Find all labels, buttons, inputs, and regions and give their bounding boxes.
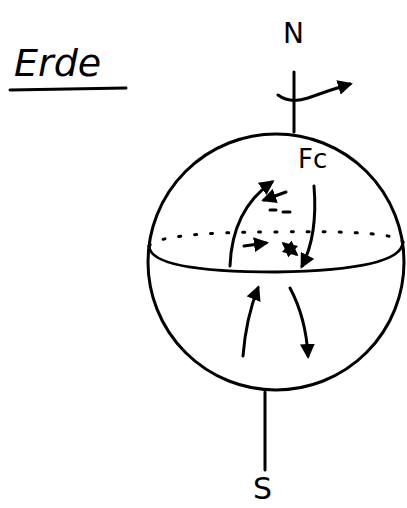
dash-mark xyxy=(270,209,276,212)
south-label: S xyxy=(253,474,272,504)
flow-arrow xyxy=(290,288,308,356)
deflection-arrow xyxy=(264,192,286,200)
dash-mark xyxy=(283,211,290,214)
earth-circle xyxy=(148,134,404,390)
rotation-axis xyxy=(264,392,267,470)
title-underline xyxy=(10,88,126,90)
diagram-title: Erde xyxy=(14,44,101,82)
force-label: Fc xyxy=(298,146,327,172)
rotation-axis xyxy=(293,72,296,132)
deflection-arrow xyxy=(244,243,266,246)
flow-arrow xyxy=(243,288,258,356)
flow-arrow xyxy=(302,186,315,266)
equator-back xyxy=(149,232,403,246)
equator xyxy=(149,242,403,272)
north-label: N xyxy=(283,20,304,48)
rotation-arrow xyxy=(278,84,350,100)
flow-arrow xyxy=(230,182,272,266)
deflection-arrow xyxy=(284,244,296,254)
